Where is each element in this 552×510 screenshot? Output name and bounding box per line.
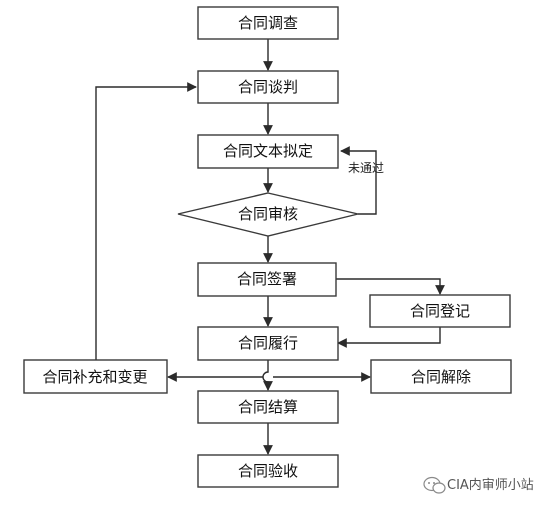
node-registration-label: 合同登记 — [410, 302, 470, 320]
node-review: 合同审核 — [177, 192, 359, 237]
connectors — [95, 39, 445, 455]
node-investigation-label: 合同调查 — [238, 14, 298, 32]
watermark-text: CIA内审师小站 — [447, 477, 534, 493]
node-signing-label: 合同签署 — [237, 270, 297, 288]
wechat-icon — [423, 476, 446, 494]
node-review-label: 合同审核 — [238, 205, 298, 223]
node-signing: 合同签署 — [197, 262, 337, 297]
node-acceptance: 合同验收 — [197, 454, 339, 488]
edge-registration-performance — [337, 327, 441, 348]
edge-supplement-negotiation — [95, 82, 197, 360]
node-investigation: 合同调查 — [197, 6, 339, 40]
node-settlement-label: 合同结算 — [238, 398, 298, 416]
node-performance-label: 合同履行 — [238, 334, 298, 352]
node-performance: 合同履行 — [197, 326, 339, 361]
watermark: CIA内审师小站 — [423, 476, 534, 494]
node-settlement: 合同结算 — [197, 390, 339, 424]
node-negotiation: 合同谈判 — [197, 70, 339, 104]
node-negotiation-label: 合同谈判 — [238, 78, 298, 96]
node-drafting-label: 合同文本拟定 — [223, 142, 313, 160]
node-supplement: 合同补充和变更 — [23, 359, 168, 394]
edge-signing-registration — [336, 278, 445, 295]
node-acceptance-label: 合同验收 — [238, 462, 298, 480]
node-supplement-label: 合同补充和变更 — [42, 368, 147, 386]
node-drafting: 合同文本拟定 — [197, 134, 339, 169]
node-termination-label: 合同解除 — [411, 368, 471, 386]
edge-performance-settlement — [262, 360, 273, 391]
edge-review-rejected-label: 未通过 — [348, 161, 384, 175]
edge-review-rejected-loop — [340, 146, 377, 215]
node-termination: 合同解除 — [370, 359, 512, 394]
node-registration: 合同登记 — [369, 294, 511, 328]
